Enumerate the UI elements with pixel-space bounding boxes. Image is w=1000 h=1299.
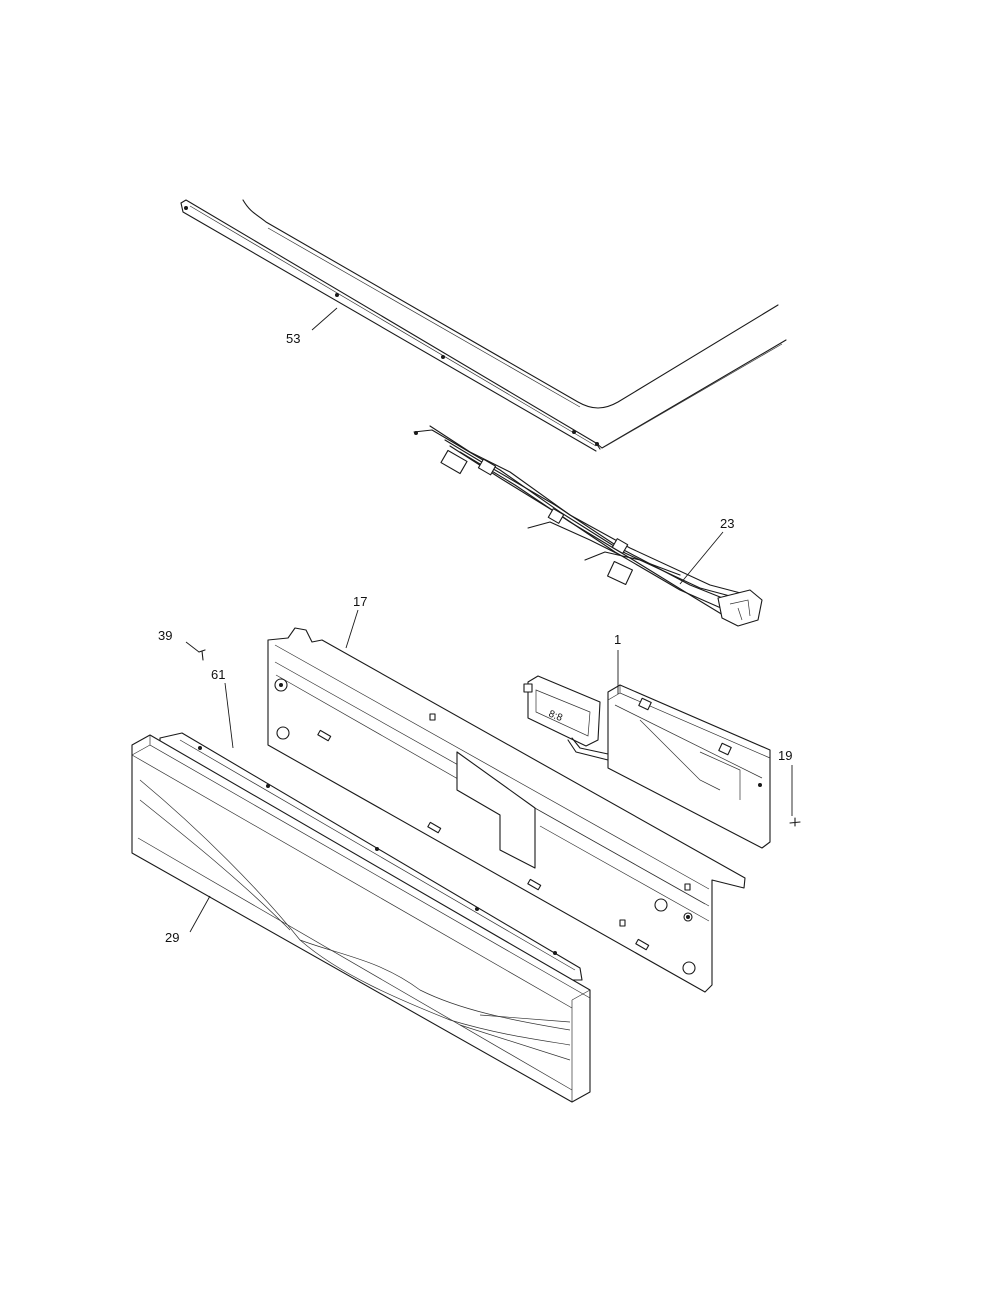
callout-39: 39 <box>158 628 172 643</box>
callout-53: 53 <box>286 331 300 346</box>
screw-19-part[interactable] <box>789 817 801 827</box>
callout-61: 61 <box>211 667 225 682</box>
callout-labels: 53 23 17 1 39 61 19 29 <box>158 331 792 945</box>
control-board-part[interactable]: 8:8 <box>523 675 771 849</box>
wire-harness-part[interactable] <box>413 425 763 627</box>
svg-text:8:8: 8:8 <box>547 709 564 725</box>
control-bracket-part[interactable] <box>267 627 746 993</box>
callout-29: 29 <box>165 930 179 945</box>
callout-19: 19 <box>778 748 792 763</box>
callout-1: 1 <box>614 632 621 647</box>
callout-leaders <box>185 307 793 933</box>
top-panel-part[interactable] <box>180 199 787 452</box>
control-panel-front-part[interactable] <box>131 734 591 1103</box>
screw-39-part[interactable] <box>198 649 206 661</box>
callout-17: 17 <box>353 594 367 609</box>
callout-23: 23 <box>720 516 734 531</box>
